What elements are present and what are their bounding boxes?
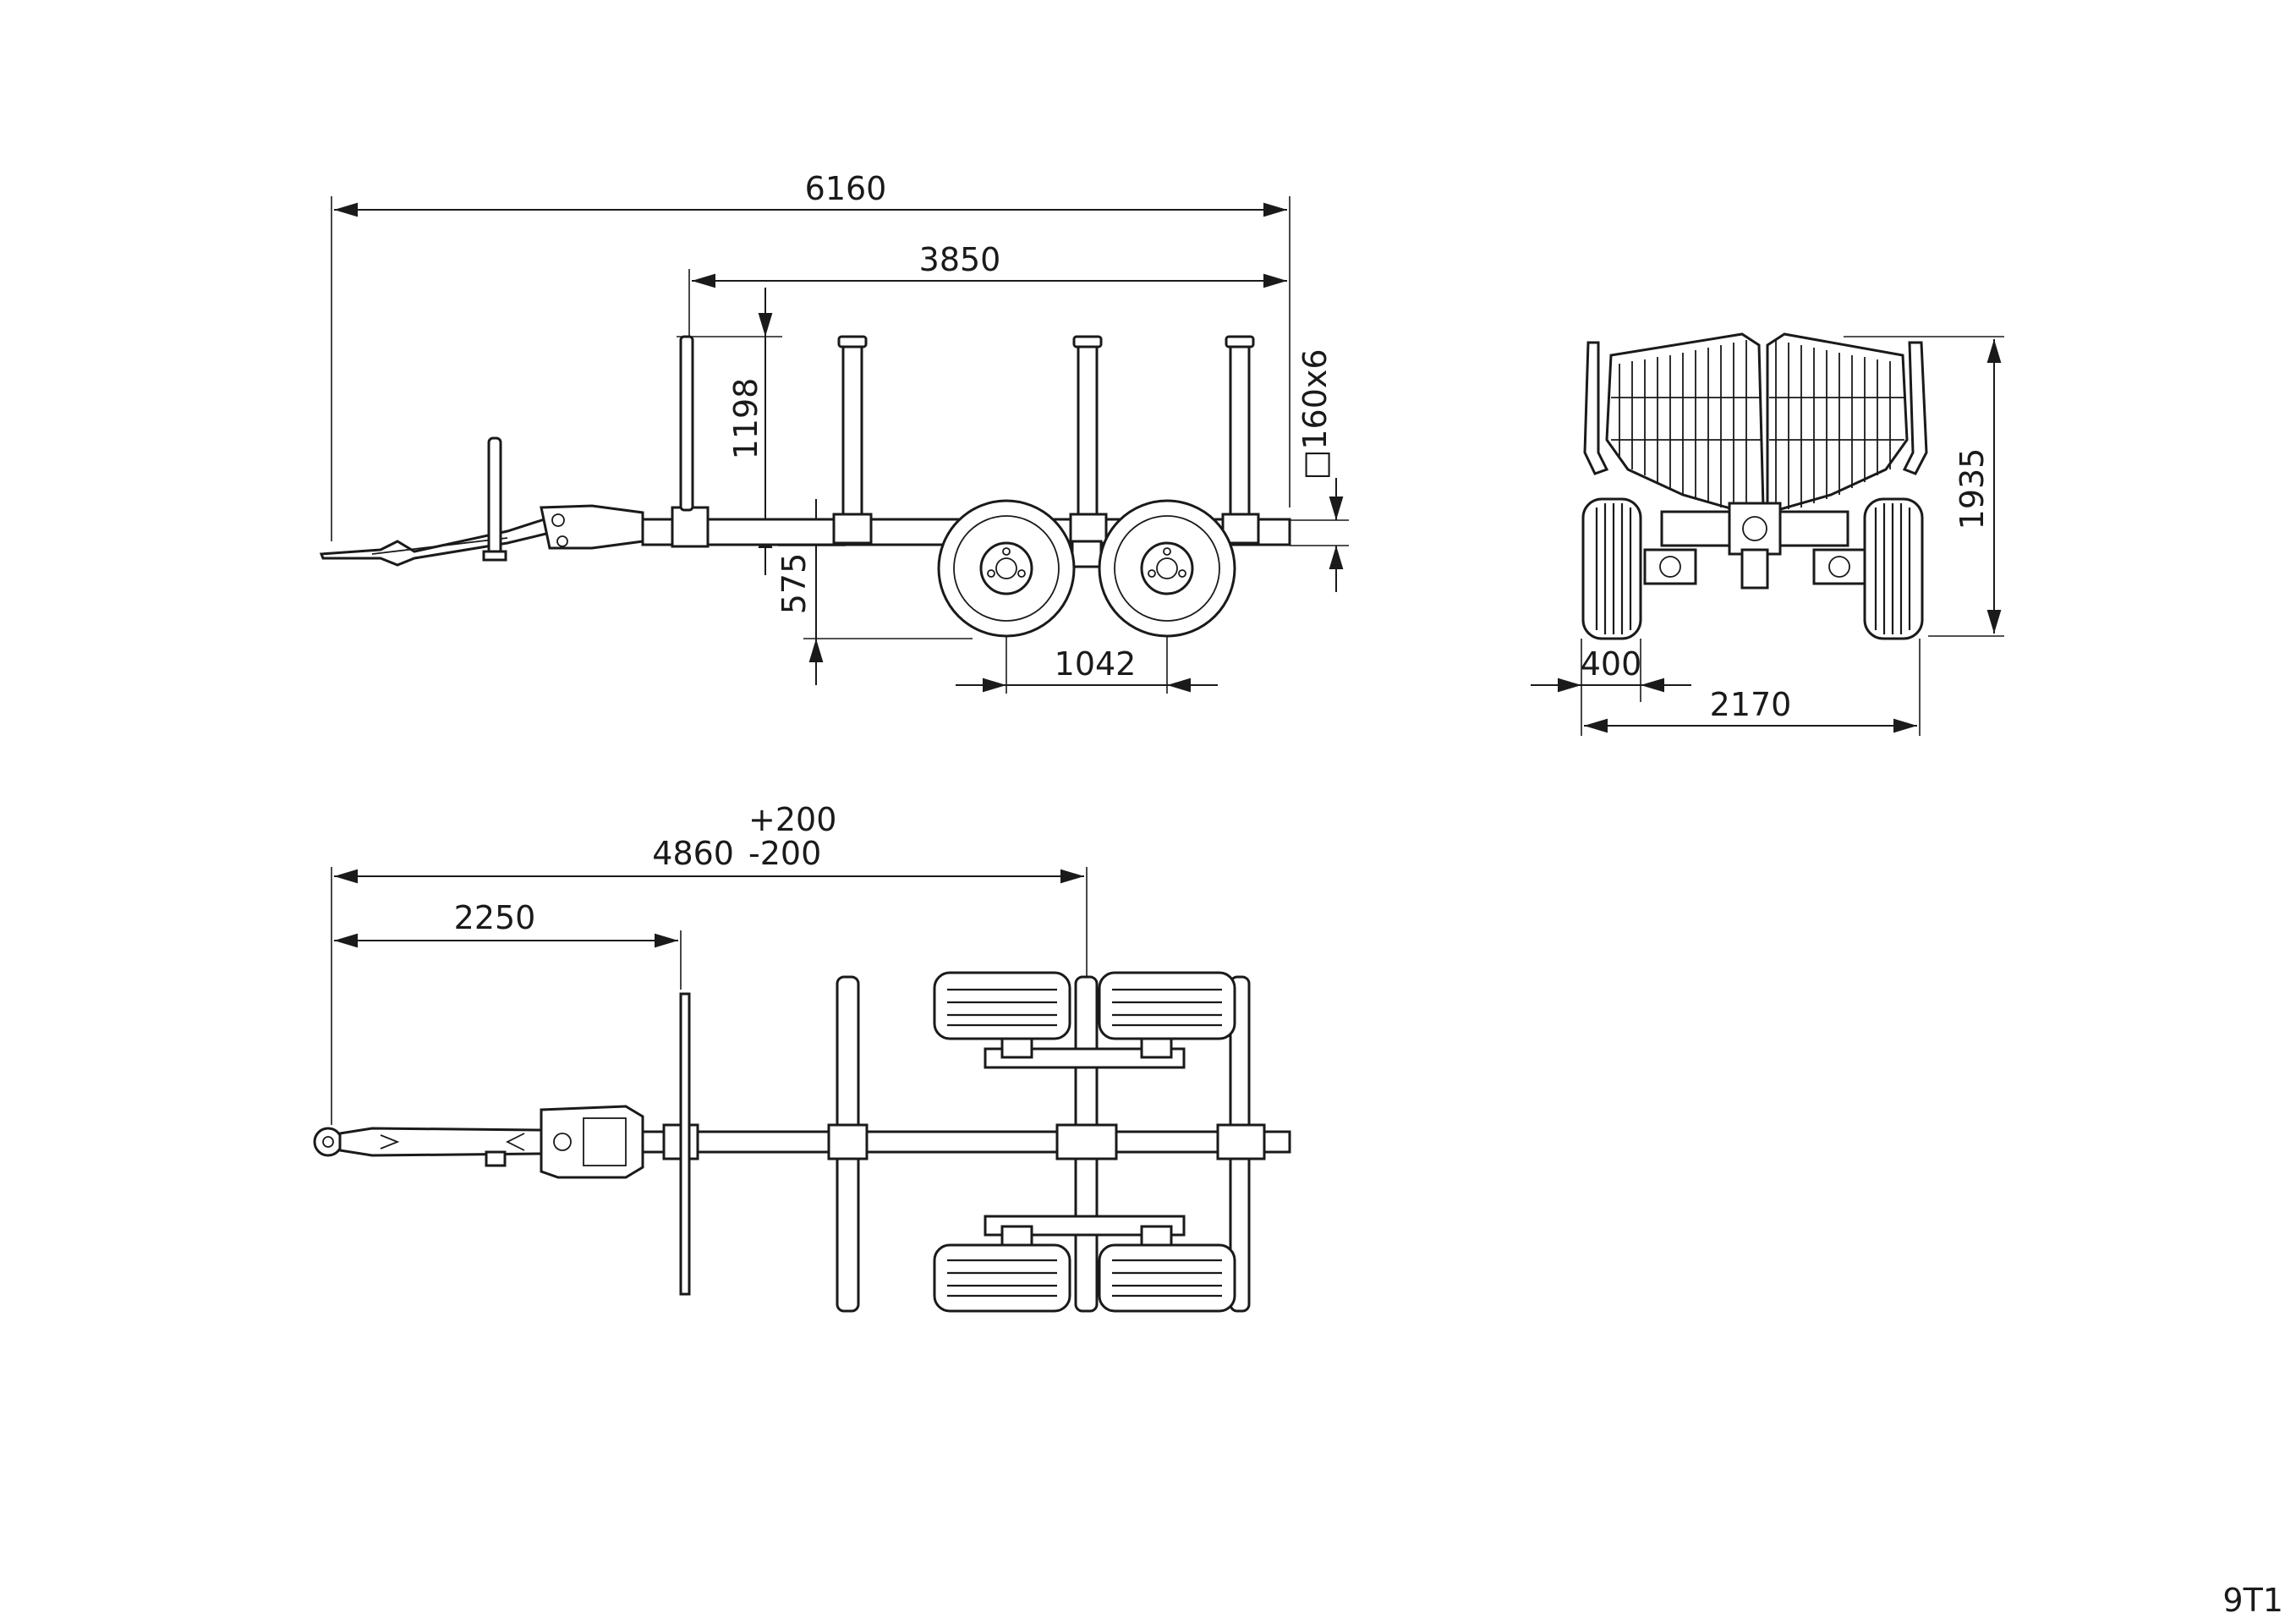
top-view: 4860 +200 -200 2250 (313, 801, 1291, 1313)
dim-wheel-width: 400 (1581, 645, 1642, 683)
drawing-id: 9T1 (2222, 1582, 2283, 1619)
dim-drawbar-length: 4860 (652, 835, 734, 872)
dim-front-length: 2250 (454, 899, 536, 936)
dim-frame-profile: □160x6 (1296, 348, 1334, 480)
dim-overall-height: 1935 (1954, 448, 1991, 530)
side-trailer (319, 335, 1291, 638)
top-trailer (313, 971, 1291, 1313)
rear-trailer (1581, 332, 1928, 640)
dim-overall-length: 6160 (805, 170, 887, 207)
side-view: 6160 3850 1198 □160x6 575 1042 (319, 170, 1349, 694)
dim-overall-width: 2170 (1710, 686, 1792, 723)
rear-view: 1935 400 2170 (1531, 332, 2004, 736)
dim-tolerance-minus: -200 (748, 835, 821, 872)
dim-tolerance-plus: +200 (748, 801, 836, 838)
dim-frame-height: 575 (775, 553, 813, 615)
dim-axle-spacing: 1042 (1055, 645, 1137, 683)
dim-stake-height: 1198 (727, 378, 764, 460)
dim-bunk-length: 3850 (919, 241, 1001, 278)
